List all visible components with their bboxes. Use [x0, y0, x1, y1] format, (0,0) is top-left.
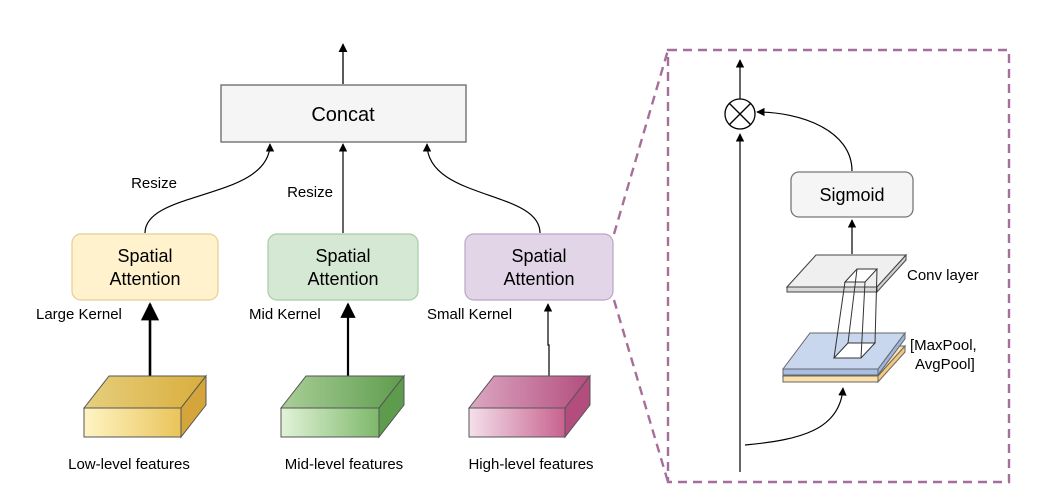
sigmoid-label: Sigmoid: [819, 185, 884, 205]
attention-block-mid: Spatial Attention: [267, 233, 419, 301]
high-level-feature-block: [467, 374, 592, 439]
zoom-connector-top: [612, 49, 670, 235]
svg-text:Spatial: Spatial: [315, 246, 370, 266]
multiply-icon: [724, 98, 756, 130]
attention-block-large: Spatial Attention: [71, 233, 219, 301]
conv-layer-label: Conv layer: [907, 267, 979, 284]
pool-layers: [781, 331, 907, 384]
sigmoid-output-arrow: [756, 107, 853, 172]
arrow-small-kernel: [543, 303, 553, 376]
svg-text:Spatial: Spatial: [511, 246, 566, 266]
kernel-label-small: Small Kernel: [427, 306, 512, 323]
resize-arrow-left: [144, 143, 275, 234]
feature-label-high: High-level features: [468, 456, 593, 473]
concat-label: Concat: [311, 104, 375, 126]
conv-layer-plane: [785, 253, 908, 294]
svg-text:Attention: Attention: [307, 269, 378, 289]
attention-block-small: Spatial Attention: [464, 233, 614, 301]
pool-label-line2: AvgPool]: [915, 356, 975, 373]
resize-arrow-right: [422, 143, 541, 234]
kernel-label-mid: Mid Kernel: [249, 306, 321, 323]
kernel-window: [832, 268, 879, 359]
feature-label-low: Low-level features: [68, 456, 190, 473]
resize-label-mid: Resize: [287, 184, 333, 201]
kernel-label-large: Large Kernel: [36, 306, 122, 323]
detail-panel-border: [666, 48, 1011, 484]
resize-label-left: Resize: [131, 175, 177, 192]
svg-text:Spatial: Spatial: [117, 246, 172, 266]
concat-box: Concat: [220, 84, 467, 143]
svg-text:Attention: Attention: [109, 269, 180, 289]
feature-label-mid: Mid-level features: [285, 456, 403, 473]
pool-label-line1: [MaxPool,: [910, 337, 977, 354]
sigmoid-box: Sigmoid: [790, 171, 914, 218]
svg-text:Attention: Attention: [503, 269, 574, 289]
zoom-connector-bottom: [612, 299, 670, 483]
input-to-pool-arrow: [744, 387, 847, 446]
mid-level-feature-block: [279, 374, 406, 439]
low-level-feature-block: [82, 374, 208, 439]
